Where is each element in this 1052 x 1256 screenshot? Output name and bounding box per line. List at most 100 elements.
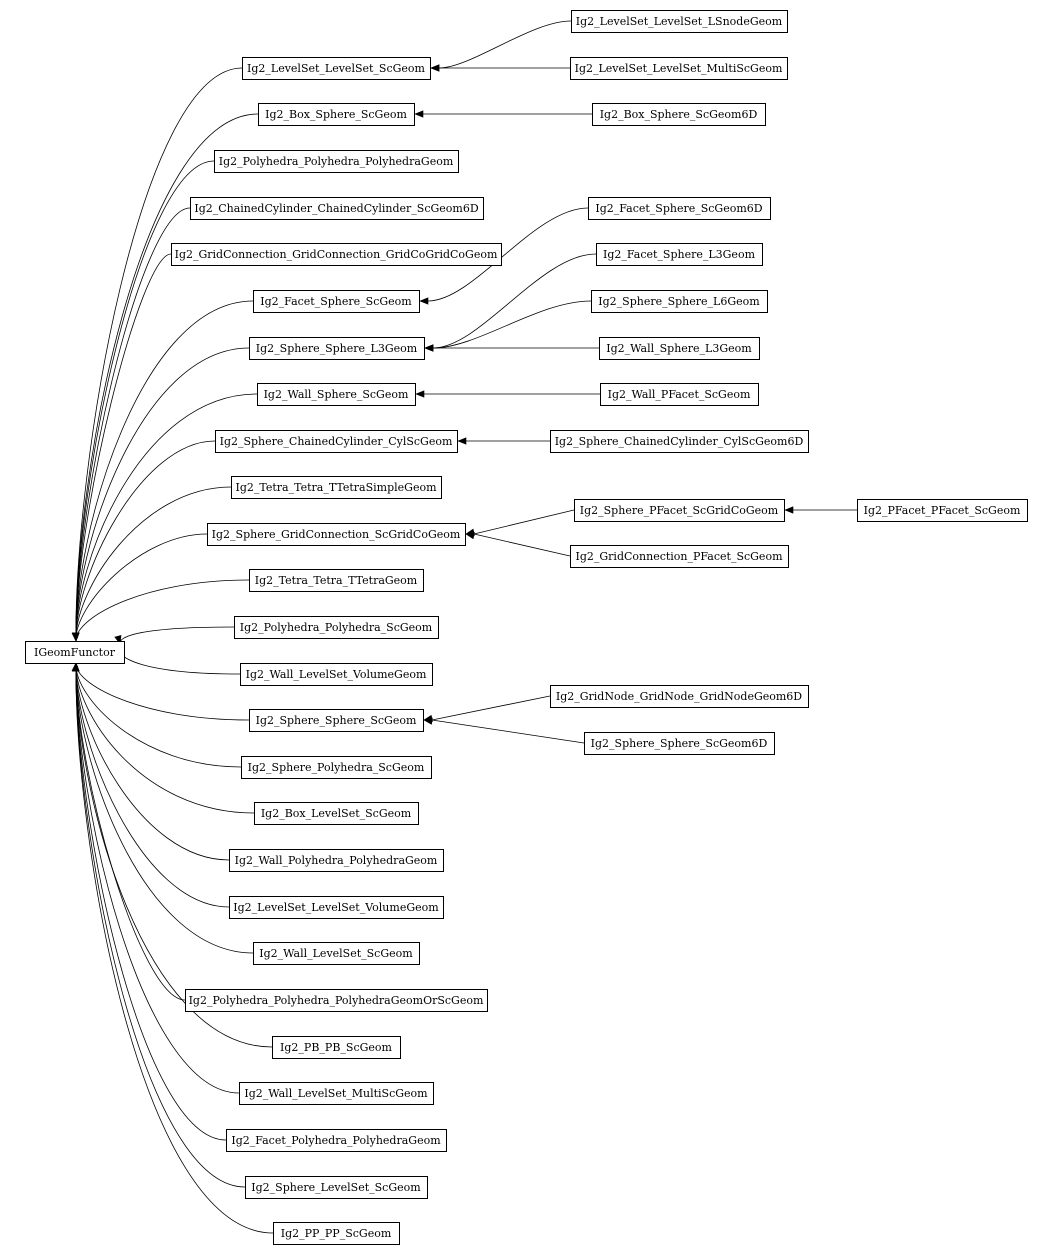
arrow-head <box>71 632 79 642</box>
class-node-ls-ls-multiscgeom[interactable]: Ig2_LevelSet_LevelSet_MultiScGeom <box>570 57 788 80</box>
class-node-sphere-ls-scgeom[interactable]: Ig2_Sphere_LevelSet_ScGeom <box>245 1176 428 1199</box>
node-label: Ig2_PP_PP_ScGeom <box>281 1227 392 1240</box>
inheritance-edge-ls-ls-lsnodegeom <box>430 20 572 72</box>
edge-line <box>432 253 597 349</box>
node-box <box>214 150 459 173</box>
class-node-ls-ls-volumegeom[interactable]: Ig2_LevelSet_LevelSet_VolumeGeom <box>229 896 444 919</box>
edge-line <box>75 662 254 954</box>
arrow-head <box>414 110 424 118</box>
inheritance-edge-tetra-tetra-ttetrageom <box>71 579 250 642</box>
class-node-poly-poly-scgeom[interactable]: Ig2_Polyhedra_Polyhedra_ScGeom <box>234 616 439 639</box>
edge-line <box>75 579 250 642</box>
edge-line <box>75 662 240 1094</box>
node-box <box>249 709 424 732</box>
class-node-sphere-poly-scgeom[interactable]: Ig2_Sphere_Polyhedra_ScGeom <box>241 756 432 779</box>
node-label: Ig2_GridConnection_GridConnection_GridCo… <box>175 248 498 261</box>
class-node-gridconn-pfacet-scgeom[interactable]: Ig2_GridConnection_PFacet_ScGeom <box>570 545 789 568</box>
class-node-sphere-sphere-l6geom[interactable]: Ig2_Sphere_Sphere_L6Geom <box>591 290 768 313</box>
class-node-ls-ls-scgeom[interactable]: Ig2_LevelSet_LevelSet_ScGeom <box>242 57 431 80</box>
class-node-ls-ls-lsnodegeom[interactable]: Ig2_LevelSet_LevelSet_LSnodeGeom <box>571 10 788 33</box>
class-node-wall-sphere-scgeom[interactable]: Ig2_Wall_Sphere_ScGeom <box>257 383 416 406</box>
edge-line <box>75 67 243 642</box>
edge-line <box>119 626 235 645</box>
class-node-pb-pb-scgeom[interactable]: Ig2_PB_PB_ScGeom <box>272 1036 401 1059</box>
edge-line <box>75 113 259 642</box>
class-node-root[interactable]: IGeomFunctor <box>25 641 125 664</box>
node-box <box>207 523 466 546</box>
class-node-sphere-sphere-scgeom[interactable]: Ig2_Sphere_Sphere_ScGeom <box>249 709 424 732</box>
node-box <box>253 290 420 313</box>
class-node-wall-ls-volumegeom[interactable]: Ig2_Wall_LevelSet_VolumeGeom <box>240 663 433 686</box>
node-label: Ig2_Facet_Sphere_ScGeom <box>260 295 412 308</box>
class-node-sphere-chcyl-cylscgeom6d[interactable]: Ig2_Sphere_ChainedCylinder_CylScGeom6D <box>550 430 809 453</box>
class-node-facet-sphere-l3geom[interactable]: Ig2_Facet_Sphere_L3Geom <box>596 243 763 266</box>
class-node-facet-sphere-scgeom[interactable]: Ig2_Facet_Sphere_ScGeom <box>253 290 420 313</box>
node-box <box>249 569 424 592</box>
class-node-wall-ls-scgeom[interactable]: Ig2_Wall_LevelSet_ScGeom <box>253 942 420 965</box>
edge-line <box>75 662 274 1234</box>
inheritance-edge-chcyl-chcyl-scgeom6d <box>72 207 191 642</box>
node-box <box>272 1036 401 1059</box>
node-box <box>185 989 488 1012</box>
class-node-wall-ls-multiscgeom[interactable]: Ig2_Wall_LevelSet_MultiScGeom <box>239 1082 434 1105</box>
node-box <box>229 896 444 919</box>
node-box <box>190 197 484 220</box>
node-label: Ig2_Sphere_Sphere_ScGeom <box>256 714 417 727</box>
class-node-wall-pfacet-scgeom[interactable]: Ig2_Wall_PFacet_ScGeom <box>600 383 759 406</box>
class-node-box-sphere-scgeom6d[interactable]: Ig2_Box_Sphere_ScGeom6D <box>592 103 766 126</box>
node-label: Ig2_PFacet_PFacet_ScGeom <box>864 504 1021 517</box>
edge-line <box>473 509 575 535</box>
edge-line <box>75 253 172 642</box>
class-node-poly-poly-polygeomorscgeom[interactable]: Ig2_Polyhedra_Polyhedra_PolyhedraGeomOrS… <box>185 989 488 1012</box>
class-node-poly-poly-polygeom[interactable]: Ig2_Polyhedra_Polyhedra_PolyhedraGeom <box>214 150 459 173</box>
node-label: Ig2_Facet_Sphere_L3Geom <box>603 248 756 261</box>
edge-line <box>431 719 585 744</box>
node-label: Ig2_Box_Sphere_ScGeom <box>265 108 407 121</box>
class-node-pp-pp-scgeom[interactable]: Ig2_PP_PP_ScGeom <box>273 1222 400 1245</box>
edge-line <box>75 662 246 1188</box>
class-node-tetra-tetra-ttetrasimplegeom[interactable]: Ig2_Tetra_Tetra_TTetraSimpleGeom <box>231 476 442 499</box>
arrow-head <box>424 344 434 352</box>
class-node-wall-poly-polygeom[interactable]: Ig2_Wall_Polyhedra_PolyhedraGeom <box>229 849 444 872</box>
inheritance-edge-sphere-chcyl-cylscgeom <box>72 440 216 642</box>
class-node-sphere-pfacet-scgridcogeom[interactable]: Ig2_Sphere_PFacet_ScGridCoGeom <box>574 499 785 522</box>
class-node-chcyl-chcyl-scgeom6d[interactable]: Ig2_ChainedCylinder_ChainedCylinder_ScGe… <box>190 197 484 220</box>
class-node-tetra-tetra-ttetrageom[interactable]: Ig2_Tetra_Tetra_TTetraGeom <box>249 569 424 592</box>
node-box <box>241 756 432 779</box>
inheritance-edge-ls-ls-volumegeom <box>72 662 230 908</box>
node-box <box>588 197 771 220</box>
class-node-pfacet-pfacet-scgeom[interactable]: Ig2_PFacet_PFacet_ScGeom <box>857 499 1028 522</box>
node-box <box>249 337 425 360</box>
arrow-head <box>423 717 433 725</box>
arrow-head <box>72 662 80 672</box>
class-node-wall-sphere-l3geom[interactable]: Ig2_Wall_Sphere_L3Geom <box>599 337 760 360</box>
edge-line <box>431 695 551 721</box>
node-box <box>25 641 125 664</box>
class-node-sphere-sphere-l3geom[interactable]: Ig2_Sphere_Sphere_L3Geom <box>249 337 425 360</box>
class-node-box-sphere-scgeom[interactable]: Ig2_Box_Sphere_ScGeom <box>258 103 415 126</box>
node-box <box>171 243 502 266</box>
class-node-sphere-chcyl-cylscgeom[interactable]: Ig2_Sphere_ChainedCylinder_CylScGeom <box>215 430 458 453</box>
inheritance-edge-poly-poly-scgeom <box>114 626 235 645</box>
node-label: IGeomFunctor <box>34 646 116 659</box>
class-node-facet-poly-polygeom[interactable]: Ig2_Facet_Polyhedra_PolyhedraGeom <box>226 1129 447 1152</box>
node-box <box>550 430 809 453</box>
node-box <box>570 545 789 568</box>
node-label: Ig2_Sphere_Polyhedra_ScGeom <box>248 761 425 774</box>
inheritance-edge-sphere-ls-scgeom <box>72 662 246 1188</box>
class-node-gridnode-gridnode-geom6d[interactable]: Ig2_GridNode_GridNode_GridNodeGeom6D <box>550 685 809 708</box>
node-box <box>273 1222 400 1245</box>
node-label: Ig2_Sphere_PFacet_ScGridCoGeom <box>580 504 779 517</box>
class-node-facet-sphere-scgeom6d[interactable]: Ig2_Facet_Sphere_ScGeom6D <box>588 197 771 220</box>
class-node-box-ls-scgeom[interactable]: Ig2_Box_LevelSet_ScGeom <box>254 802 419 825</box>
class-node-sphere-sphere-scgeom6d[interactable]: Ig2_Sphere_Sphere_ScGeom6D <box>584 732 775 755</box>
node-label: Ig2_LevelSet_LevelSet_LSnodeGeom <box>576 15 783 28</box>
class-node-sphere-gridconn-scgridcogeom[interactable]: Ig2_Sphere_GridConnection_ScGridCoGeom <box>207 523 466 546</box>
class-node-gridconn-gridconn-gcgcgeom[interactable]: Ig2_GridConnection_GridConnection_GridCo… <box>171 243 502 266</box>
edge-line <box>119 649 241 675</box>
node-label: Ig2_Sphere_Sphere_ScGeom6D <box>591 737 768 750</box>
node-label: Ig2_Polyhedra_Polyhedra_ScGeom <box>240 621 433 634</box>
node-box <box>240 663 433 686</box>
node-label: Ig2_Tetra_Tetra_TTetraSimpleGeom <box>235 481 437 494</box>
